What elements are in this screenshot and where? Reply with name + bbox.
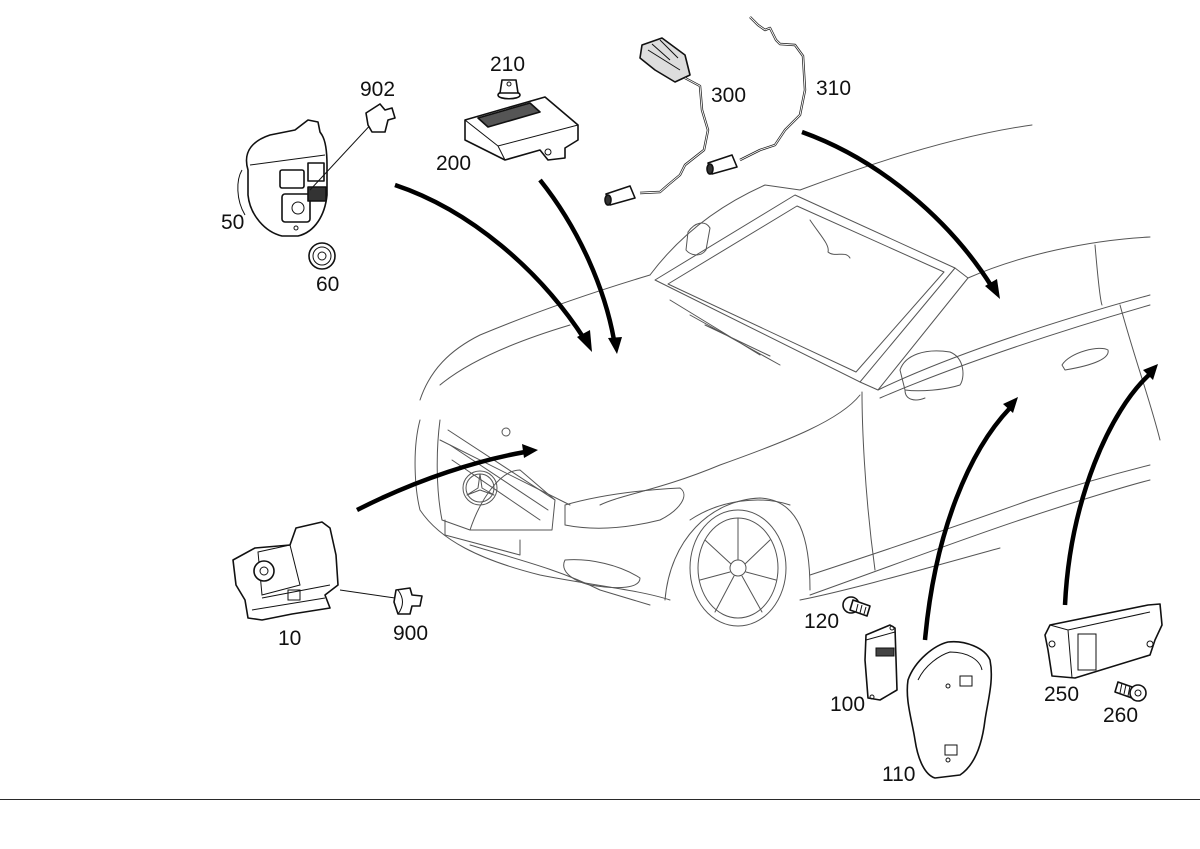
arrow-310-head [985, 279, 1000, 299]
part-210-nut[interactable] [497, 79, 521, 100]
arrow-50 [394, 182, 587, 342]
callout-210: 210 [490, 53, 526, 76]
part-260-screw[interactable] [1114, 681, 1147, 702]
part-50-switch-unit[interactable] [237, 119, 328, 237]
part-10-hood-latch[interactable] [232, 521, 339, 621]
arrow-310 [801, 129, 994, 289]
arrow-200-head [608, 337, 622, 354]
part-900-connector[interactable] [393, 587, 423, 615]
part-60-nut[interactable] [308, 242, 336, 270]
callout-110: 110 [882, 763, 916, 786]
leader-line-902 [309, 119, 376, 191]
assembly-arrows [355, 129, 1158, 641]
leader-line-900 [339, 589, 396, 599]
part-902-connector[interactable] [365, 103, 396, 133]
arrow-10 [355, 449, 526, 513]
part-250-antenna-module[interactable] [1044, 603, 1163, 679]
callout-60: 60 [316, 273, 340, 296]
callout-250: 250 [1044, 683, 1080, 706]
callout-50: 50 [221, 211, 245, 234]
part-200-control-unit[interactable] [464, 96, 579, 161]
part-110-cover[interactable] [906, 640, 993, 779]
arrow-50-head [577, 330, 592, 352]
callout-120: 120 [804, 610, 840, 633]
arrow-200 [538, 178, 617, 341]
arrow-250 [1062, 372, 1152, 606]
bottom-divider [0, 799, 1200, 800]
callout-310: 310 [816, 77, 852, 100]
part-100-antenna-module[interactable] [864, 624, 898, 701]
car-outline [414, 124, 1161, 627]
arrow-110 [922, 406, 1012, 641]
callout-200: 200 [436, 152, 472, 175]
part-300-antenna-cable[interactable] [604, 37, 710, 206]
callout-10: 10 [278, 627, 302, 650]
callout-900: 900 [393, 622, 429, 645]
callout-902: 902 [360, 78, 396, 101]
callout-260: 260 [1103, 704, 1139, 727]
arrow-10-head [522, 444, 538, 458]
callout-100: 100 [830, 693, 866, 716]
callout-300: 300 [711, 84, 747, 107]
arrow-250-head [1143, 364, 1158, 380]
part-310-antenna-cable[interactable] [706, 16, 807, 175]
part-120-screw[interactable] [842, 596, 871, 617]
arrow-110-head [1003, 397, 1018, 413]
